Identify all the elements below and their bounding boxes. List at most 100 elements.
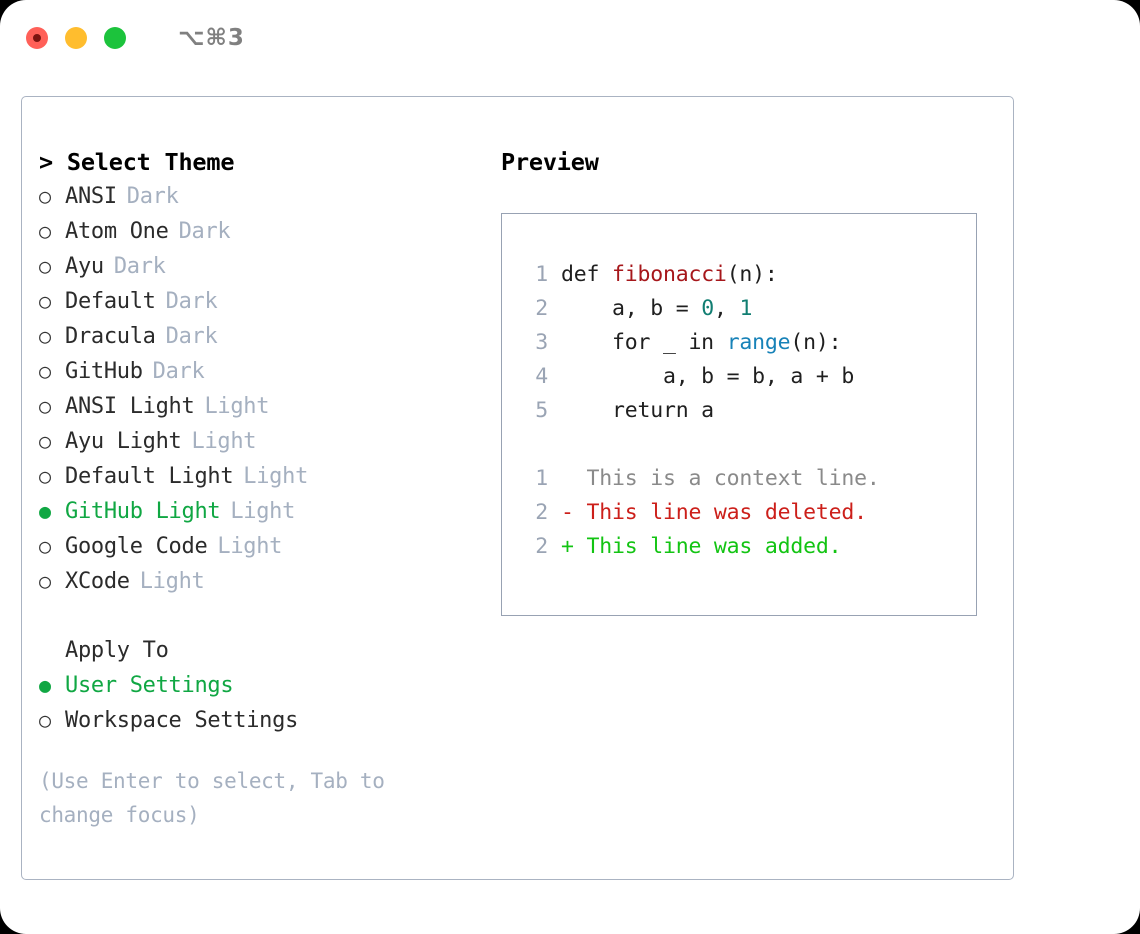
code-line-content: def fibonacci(n): <box>561 258 778 292</box>
theme-option-label: Ayu Light <box>65 429 182 454</box>
apply-to-option-label: User Settings <box>65 673 234 698</box>
code-line-number: 5 <box>535 398 548 423</box>
theme-option-github[interactable]: ○ GitHub Dark <box>39 354 489 389</box>
apply-to-option-label: Workspace Settings <box>65 708 299 733</box>
theme-option-default[interactable]: ○ Default Dark <box>39 284 489 319</box>
theme-option-tag: Dark <box>165 289 218 314</box>
radio-unselected-icon: ○ <box>39 464 51 488</box>
code-line-content: a, b = b, a + b <box>561 360 854 394</box>
radio-unselected-icon: ○ <box>39 324 51 348</box>
minimize-button[interactable] <box>65 27 87 49</box>
code-token-num: 0 <box>701 296 714 321</box>
theme-option-label: Google Code <box>65 534 208 559</box>
code-line-content: for _ in range(n): <box>561 326 842 360</box>
radio-unselected-icon: ○ <box>39 394 51 418</box>
diff-line-number: 2 <box>535 500 548 525</box>
theme-option-ayu-light[interactable]: ○ Ayu Light Light <box>39 424 489 459</box>
code-line-content: a, b = 0, 1 <box>561 292 752 326</box>
traffic-lights <box>26 27 126 49</box>
maximize-button[interactable] <box>104 27 126 49</box>
theme-option-label: XCode <box>65 569 130 594</box>
theme-option-tag: Light <box>243 464 309 489</box>
code-line: 5 return a <box>522 394 976 428</box>
theme-option-label: ANSI <box>65 184 117 209</box>
radio-selected-icon: ● <box>39 673 51 697</box>
radio-unselected-icon: ○ <box>39 359 51 383</box>
code-token-num: 1 <box>739 296 753 321</box>
radio-unselected-icon: ○ <box>39 184 51 208</box>
theme-option-atom-one[interactable]: ○ Atom One Dark <box>39 214 489 249</box>
keyboard-hint-text: (Use Enter to select, Tab to change focu… <box>39 769 385 827</box>
theme-option-default-light[interactable]: ○ Default Light Light <box>39 459 489 494</box>
select-theme-heading: > Select Theme <box>39 148 235 176</box>
diff-line-ctx: 1 This is a context line. <box>522 462 976 496</box>
theme-option-label: Atom One <box>65 219 169 244</box>
apply-to-heading-label: Apply To <box>65 638 169 663</box>
radio-unselected-icon: ○ <box>39 289 51 313</box>
code-line-number: 3 <box>535 330 548 355</box>
theme-option-label: Dracula <box>65 324 156 349</box>
theme-option-tag: Light <box>204 394 270 419</box>
preview-heading: Preview <box>501 148 599 176</box>
apply-to-heading-marker <box>39 633 65 667</box>
diff-line-add: 2+ This line was added. <box>522 530 976 564</box>
radio-unselected-icon: ○ <box>39 569 51 593</box>
apply-to-heading: Apply To <box>39 633 489 668</box>
code-token-plain: (n): <box>726 262 778 287</box>
code-line-number: 4 <box>535 364 548 389</box>
code-line: 4 a, b = b, a + b <box>522 360 976 394</box>
code-token-plain: , <box>713 296 740 321</box>
theme-option-tag: Dark <box>126 184 179 209</box>
diff-line-content: This is a context line. <box>561 466 880 491</box>
close-button[interactable] <box>26 27 48 49</box>
code-line-number: 1 <box>535 262 548 287</box>
apply-to-option-workspace-settings[interactable]: ○ Workspace Settings <box>39 703 489 738</box>
code-line: 1 def fibonacci(n): <box>522 258 976 292</box>
theme-option-tag: Light <box>139 569 205 594</box>
diff-line-del: 2 - This line was deleted. <box>522 496 976 530</box>
theme-option-label: Default Light <box>65 464 234 489</box>
radio-unselected-icon: ○ <box>39 429 51 453</box>
theme-option-xcode[interactable]: ○ XCode Light <box>39 564 489 599</box>
radio-unselected-icon: ○ <box>39 708 51 732</box>
diff-line-number: 2 <box>535 534 548 559</box>
code-line: 2 a, b = 0, 1 <box>522 292 976 326</box>
window-titlebar: ⌥⌘3 <box>0 0 1140 76</box>
list-spacer <box>39 599 489 633</box>
code-token-plain: (n): <box>790 330 842 355</box>
theme-option-tag: Light <box>217 534 283 559</box>
theme-option-tag: Light <box>191 429 257 454</box>
diff-line-content: - This line was deleted. <box>561 500 867 525</box>
theme-option-ansi[interactable]: ○ ANSI Dark <box>39 179 489 214</box>
theme-option-tag: Light <box>230 499 296 524</box>
radio-unselected-icon: ○ <box>39 254 51 278</box>
code-token-bi: range <box>726 330 791 355</box>
diff-line-number: 1 <box>535 466 548 491</box>
radio-unselected-icon: ○ <box>39 219 51 243</box>
apply-to-option-list: ● User Settings ○ Workspace Settings <box>39 668 489 738</box>
code-token-fn: fibonacci <box>611 262 727 287</box>
theme-option-tag: Dark <box>152 359 205 384</box>
apply-to-option-user-settings[interactable]: ● User Settings <box>39 668 489 703</box>
theme-option-label: Ayu <box>65 254 104 279</box>
code-token-plain: a, b = b, a + b <box>561 364 855 389</box>
code-line-number: 2 <box>535 296 548 321</box>
theme-option-tag: Dark <box>178 219 231 244</box>
theme-option-label: GitHub Light <box>65 499 221 524</box>
theme-option-label: Default <box>65 289 156 314</box>
code-token-plain: a, b = <box>561 296 702 321</box>
theme-option-label: GitHub <box>65 359 143 384</box>
diff-sample: 1 This is a context line. 2 - This line wa… <box>522 462 976 564</box>
